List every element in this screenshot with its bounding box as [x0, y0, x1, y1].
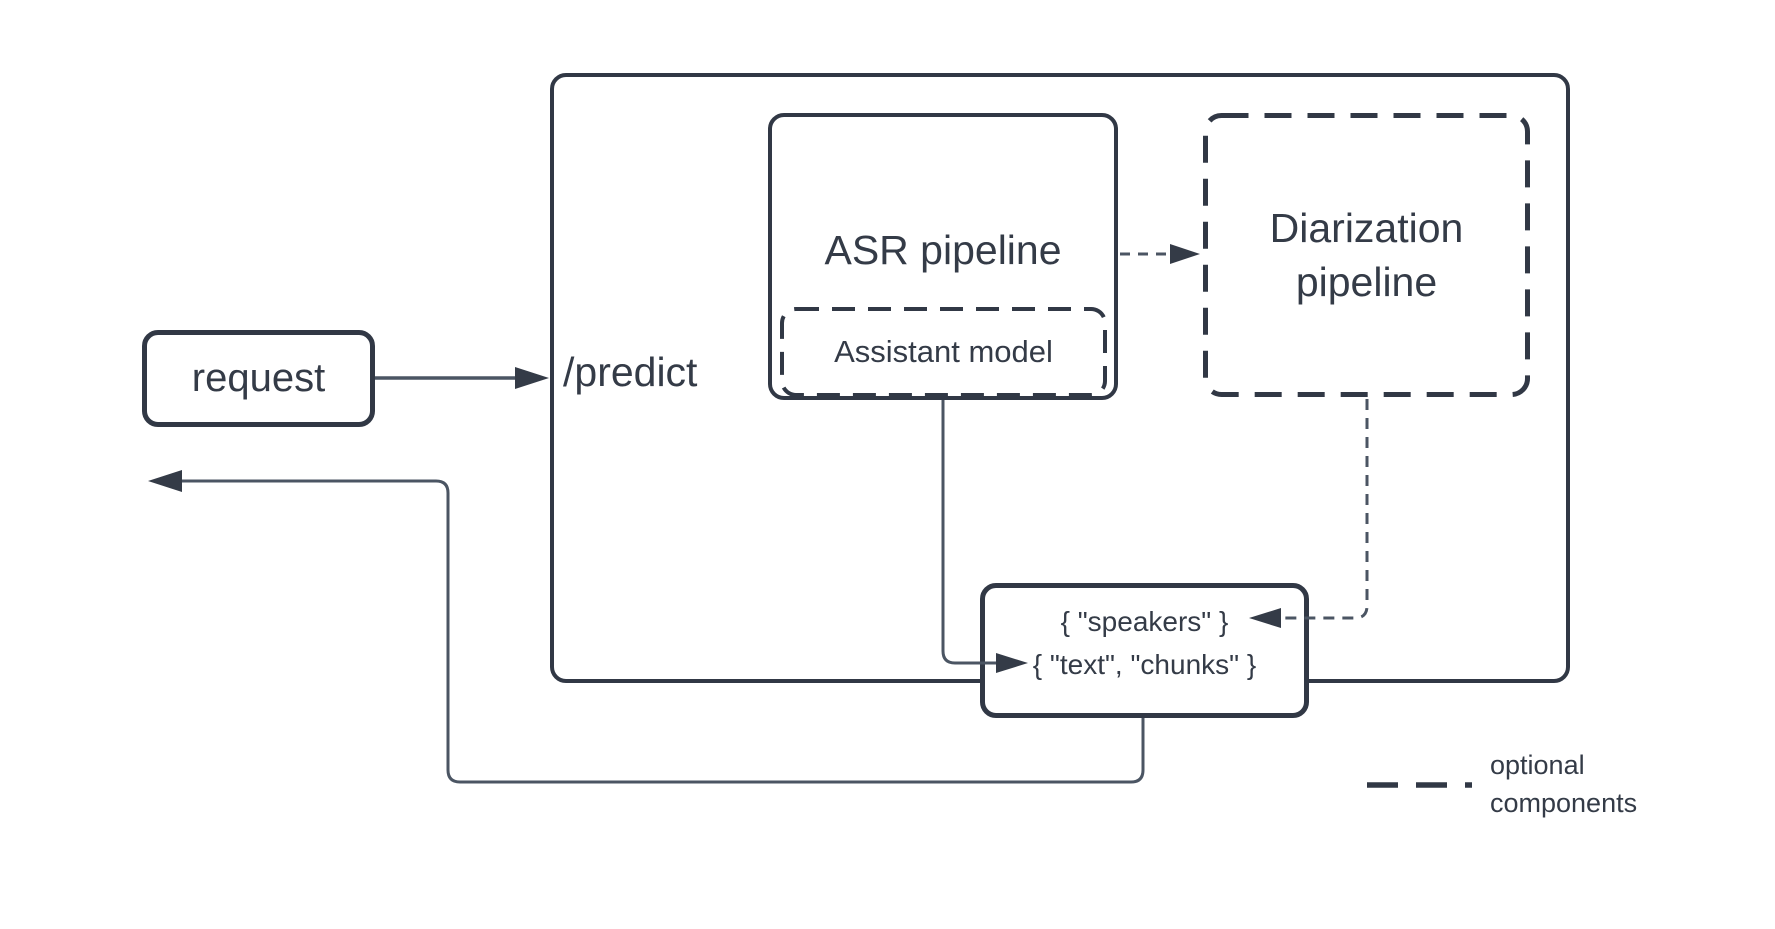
arrowhead-left-icon [148, 470, 182, 492]
asr-pipeline-label: ASR pipeline [824, 226, 1062, 273]
diarization-pipeline-label: Diarization pipeline [1269, 205, 1464, 305]
output-box: { "speakers" } { "text", "chunks" } [980, 583, 1309, 718]
predict-endpoint-label: /predict [563, 348, 698, 395]
output-text-chunks-label: { "text", "chunks" } [1032, 648, 1257, 680]
arrowhead-right-icon [515, 367, 549, 389]
output-speakers-label: { "speakers" } [1060, 605, 1229, 637]
legend-label: optional components [1490, 750, 1638, 818]
request-box: request [142, 330, 375, 427]
request-label: request [191, 356, 326, 400]
request-to-predict-arrow [375, 367, 549, 389]
assistant-model-label: Assistant model [834, 334, 1053, 369]
